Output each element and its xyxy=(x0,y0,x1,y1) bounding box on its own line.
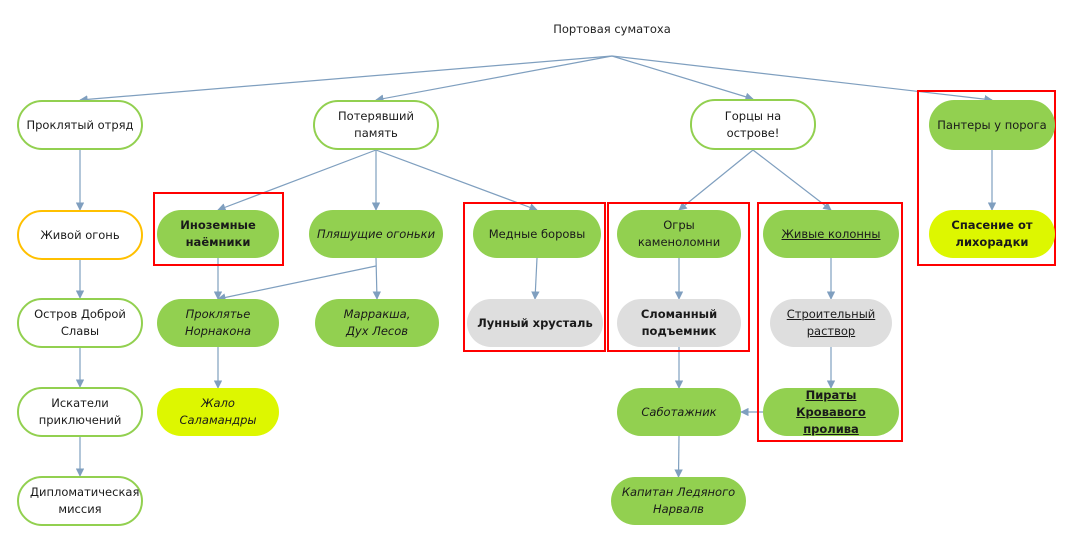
node-zhivye-kolonny[interactable]: Живые колонны xyxy=(763,210,899,258)
node-kapitan-ledyanogo-narvala[interactable]: Капитан Ледяного Нарвалв xyxy=(611,477,746,525)
node-stroitelny-rastvor[interactable]: Строительный раствор xyxy=(770,299,892,347)
node-label: Пираты Кровавого пролива xyxy=(796,387,866,436)
edge-gortsy-to-zhivye_kolonny xyxy=(752,149,832,211)
node-label: Капитан Ледяного Нарвалв xyxy=(621,485,736,516)
node-label: Живой огонь xyxy=(40,227,120,242)
node-slomanny-podemnik[interactable]: Сломанный подъемник xyxy=(617,299,741,347)
node-ostrov-dobroi-slavy[interactable]: Остров Доброй Славы xyxy=(17,298,143,348)
highlight-frame-mednye xyxy=(463,202,606,352)
edge-root-to-gortsy xyxy=(611,55,754,101)
node-label: Пантеры у порога xyxy=(937,117,1047,132)
node-zhalo-salamandry[interactable]: Жало Саламандры xyxy=(157,388,279,436)
node-label: Строительный раствор xyxy=(786,307,876,338)
highlight-frame-ogry xyxy=(607,202,750,352)
node-label: Медные боровы xyxy=(488,226,586,241)
node-label: Проклятый отряд xyxy=(26,117,134,132)
node-label: Спасение от лихорадки xyxy=(951,218,1033,249)
edge-poteryavshiy-to-mednye xyxy=(375,149,538,212)
highlight-frame-inozemnye xyxy=(153,192,284,266)
node-label: Пляшущие огоньки xyxy=(316,226,436,241)
node-proklyatye-nornakona[interactable]: Проклятье Норнакона xyxy=(157,299,279,347)
node-diplomaticheskaya-missiya[interactable]: Дипломатическая миссия xyxy=(17,476,143,526)
node-label: Марракша, Дух Лесов xyxy=(343,307,411,338)
node-ogry-kamenolomni[interactable]: Огры каменоломни xyxy=(617,210,741,258)
edge-plyashchie-to-marrakasha xyxy=(372,257,382,300)
edge-sabotazhnik-to-kapitan xyxy=(674,435,683,478)
node-lunny-khrustal[interactable]: Лунный хрусталь xyxy=(467,299,603,347)
node-zhivoi-ogon[interactable]: Живой огонь xyxy=(17,210,143,260)
node-label: Саботажник xyxy=(641,404,717,419)
node-marrakasha-dukh-lesov[interactable]: Марракша, Дух Лесов xyxy=(315,299,439,347)
edge-gortsy-to-ogry xyxy=(678,149,754,211)
node-label: Искатели приключений xyxy=(38,396,122,427)
edge-poteryavshiy-to-inozemnye xyxy=(217,149,377,212)
highlight-frame-pantery xyxy=(917,90,1056,266)
highlight-frame-zhivye xyxy=(757,202,903,442)
edge-mednye-to-lunny xyxy=(531,257,540,300)
node-label: Потерявший память xyxy=(338,109,414,140)
edge-plyashchie-to-proklyatye_nornakona xyxy=(217,265,377,302)
node-spasenie-ot-likhoradki[interactable]: Спасение от лихорадки xyxy=(929,210,1055,258)
node-label: Остров Доброй Славы xyxy=(34,307,126,338)
node-label: Лунный хрусталь xyxy=(477,315,593,330)
node-label: Дипломатическая миссия xyxy=(30,485,140,516)
edge-root-to-proklyatyi_otryad xyxy=(79,55,613,104)
node-iskateli[interactable]: Искатели приключений xyxy=(17,387,143,437)
node-label: Огры каменоломни xyxy=(637,218,721,249)
node-inozemnye-naemniki[interactable]: Иноземные наёмники xyxy=(157,210,279,258)
node-mednye-borovy[interactable]: Медные боровы xyxy=(473,210,601,258)
node-plyashchie-ogonki[interactable]: Пляшущие огоньки xyxy=(309,210,443,258)
node-sabotazhnik[interactable]: Саботажник xyxy=(617,388,741,436)
edge-root-to-poteryavshiy xyxy=(375,55,613,103)
edge-root-to-pantery xyxy=(611,55,993,104)
node-label: Жало Саламандры xyxy=(179,396,257,427)
node-label: Живые колонны xyxy=(781,226,881,241)
node-piraty-krovavogo-proliva[interactable]: Пираты Кровавого пролива xyxy=(763,388,899,436)
root-node-title: Портовая суматоха xyxy=(553,22,671,36)
node-label: Проклятье Норнакона xyxy=(184,307,252,338)
node-gortsy-na-ostrove[interactable]: Горцы на острове! xyxy=(690,99,816,150)
node-proklyatyi-otryad[interactable]: Проклятый отряд xyxy=(17,100,143,150)
node-label: Иноземные наёмники xyxy=(180,218,256,249)
node-label: Горцы на острове! xyxy=(724,108,782,140)
node-poteryavshiy-pamyat[interactable]: Потерявший память xyxy=(313,100,439,150)
node-label: Сломанный подъемник xyxy=(640,307,718,338)
node-pantery-u-poroga[interactable]: Пантеры у порога xyxy=(929,100,1055,150)
